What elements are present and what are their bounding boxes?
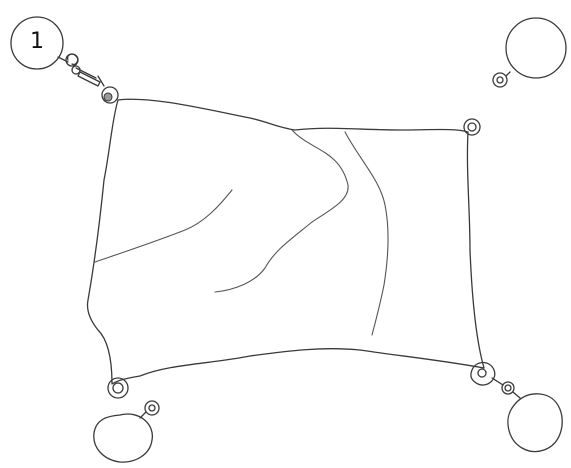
connector-bottom-right xyxy=(492,378,520,398)
grommet-hole-top-left xyxy=(104,93,112,101)
tarp-outline xyxy=(87,99,484,384)
grommet-hole-bottom-right xyxy=(478,369,486,377)
anchor-weight-bottom-right xyxy=(508,394,562,452)
tarp-crease-1 xyxy=(345,132,388,335)
anchor-weight-bottom-left xyxy=(94,414,153,462)
clip-hole-bottom-right xyxy=(505,385,511,391)
clip-hole-bottom-left xyxy=(149,405,155,411)
clip-bottom-left xyxy=(145,401,159,415)
anchor-weight-top-right xyxy=(506,18,566,78)
tarp-crease-2 xyxy=(95,190,232,262)
grommet-hole-top-right xyxy=(468,123,476,131)
step-number-label: 1 xyxy=(17,22,57,62)
clip-bottom-right xyxy=(502,382,514,394)
grommet-hole-bottom-left xyxy=(113,383,123,393)
grommet-top-right xyxy=(464,119,480,135)
tarp-fold-edge xyxy=(215,130,348,292)
clip-hole-top-right xyxy=(497,77,503,83)
connector-top-right xyxy=(506,72,510,76)
clip-top-right xyxy=(493,73,507,87)
